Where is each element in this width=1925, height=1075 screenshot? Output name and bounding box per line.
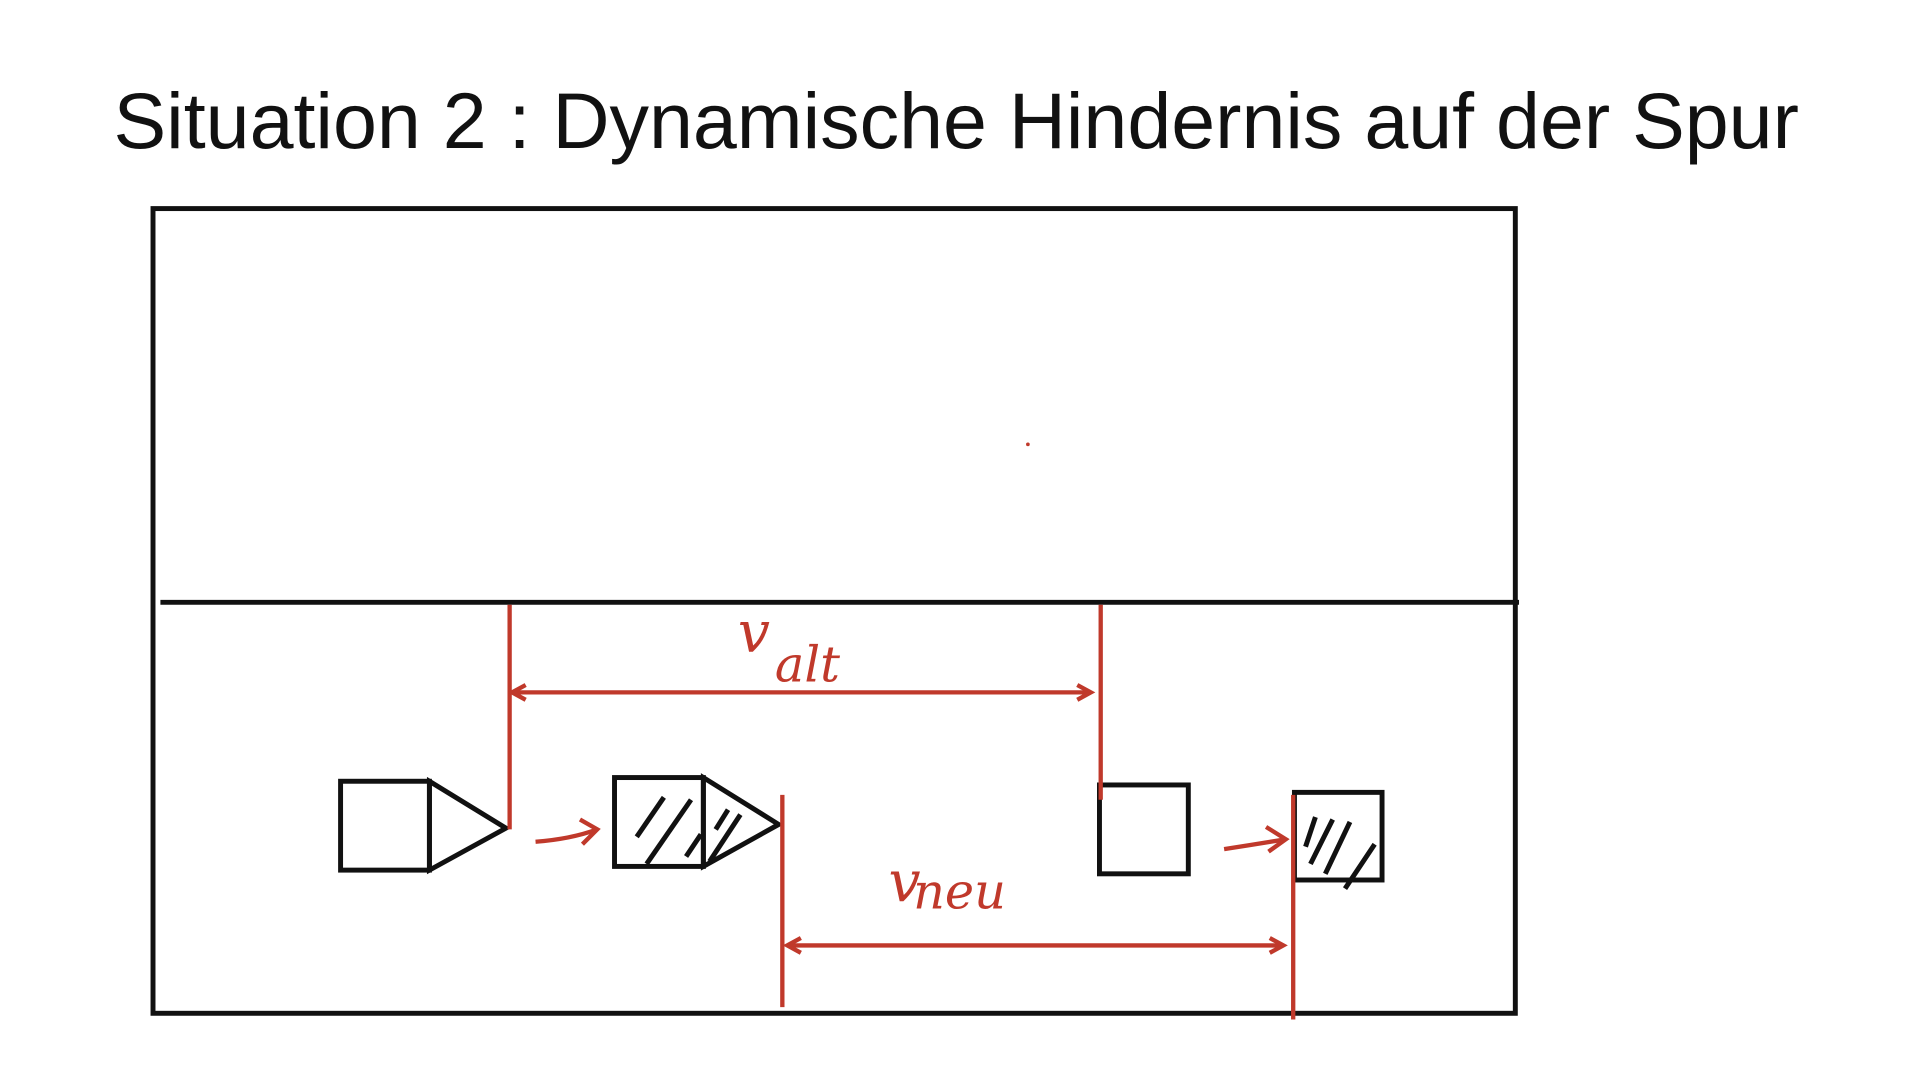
stray-dot [1026,442,1030,447]
annotations [507,604,1296,1020]
ego-vehicle-old [338,776,511,875]
label-v-alt: v alt [738,600,840,694]
road-boundary [150,206,1518,1016]
svg-text:alt: alt [775,635,840,693]
motion-arrow-obstacle [1223,837,1287,852]
svg-text:neu: neu [913,862,1006,920]
svg-text:v: v [888,849,920,915]
ego-vehicle-new [612,773,784,871]
obstacle-old [1097,782,1191,877]
obstacle-new [1291,789,1385,891]
label-v-neu: v neu [888,849,1005,920]
page-title: Situation 2 : Dynamische Hindernis auf d… [114,77,1799,165]
svg-text:v: v [738,600,770,666]
